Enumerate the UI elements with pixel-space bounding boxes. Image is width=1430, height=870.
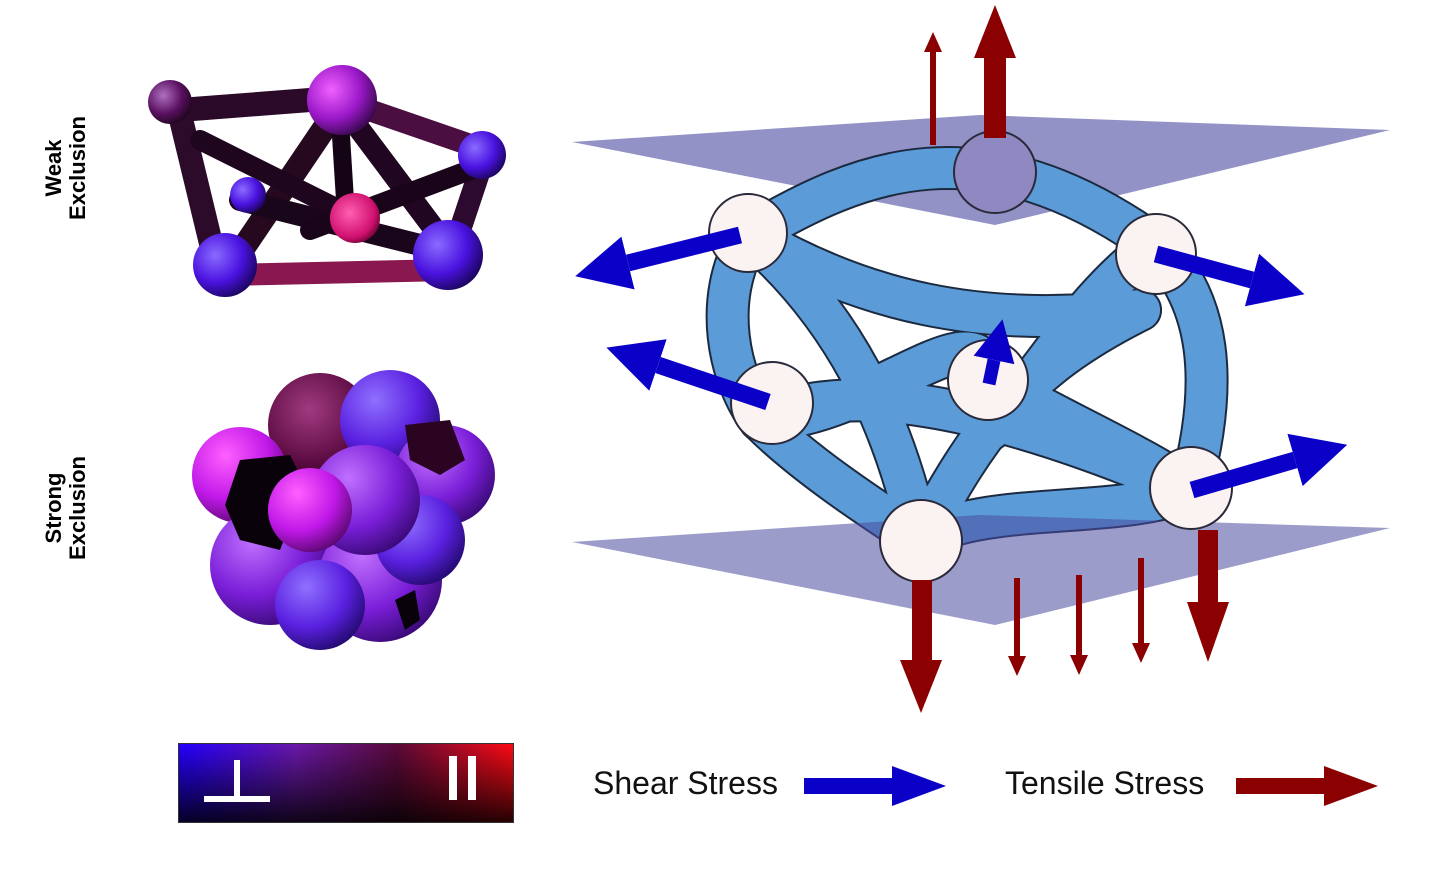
stress-schematic [572,5,1390,713]
node-left-lower [730,361,814,445]
strong-exclusion-cluster [192,370,495,650]
shear-stress-label: Shear Stress [593,765,778,801]
node-top [953,130,1037,214]
strong-label-line2: Exclusion [65,456,90,560]
node-left-upper [708,193,788,273]
node-right-upper [1115,213,1197,295]
shear-arrow-center [973,319,1015,386]
tensile-legend-arrow [1236,766,1378,806]
shear-arrow-right-upper [1153,245,1305,307]
weak-label-line2: Exclusion [65,116,90,220]
strong-exclusion-label: Strong Exclusion [41,428,94,588]
strong-label-line1: Strong [41,472,66,544]
weak-exclusion-cluster [148,65,506,297]
weak-label-line1: Weak [41,139,66,197]
shear-arrow-left-lower [606,339,771,411]
shear-legend-arrow [804,766,946,806]
tensile-stress-label: Tensile Stress [1005,765,1205,801]
shear-arrow-left-upper [575,226,743,290]
node-right-lower [1149,446,1233,530]
weak-exclusion-label: Weak Exclusion [41,88,94,248]
node-bottom [879,499,963,583]
shear-arrow-right-lower [1189,433,1348,499]
parallel-symbol [449,756,476,800]
bottom-plate [572,515,1390,625]
perpendicular-symbol [204,760,270,802]
